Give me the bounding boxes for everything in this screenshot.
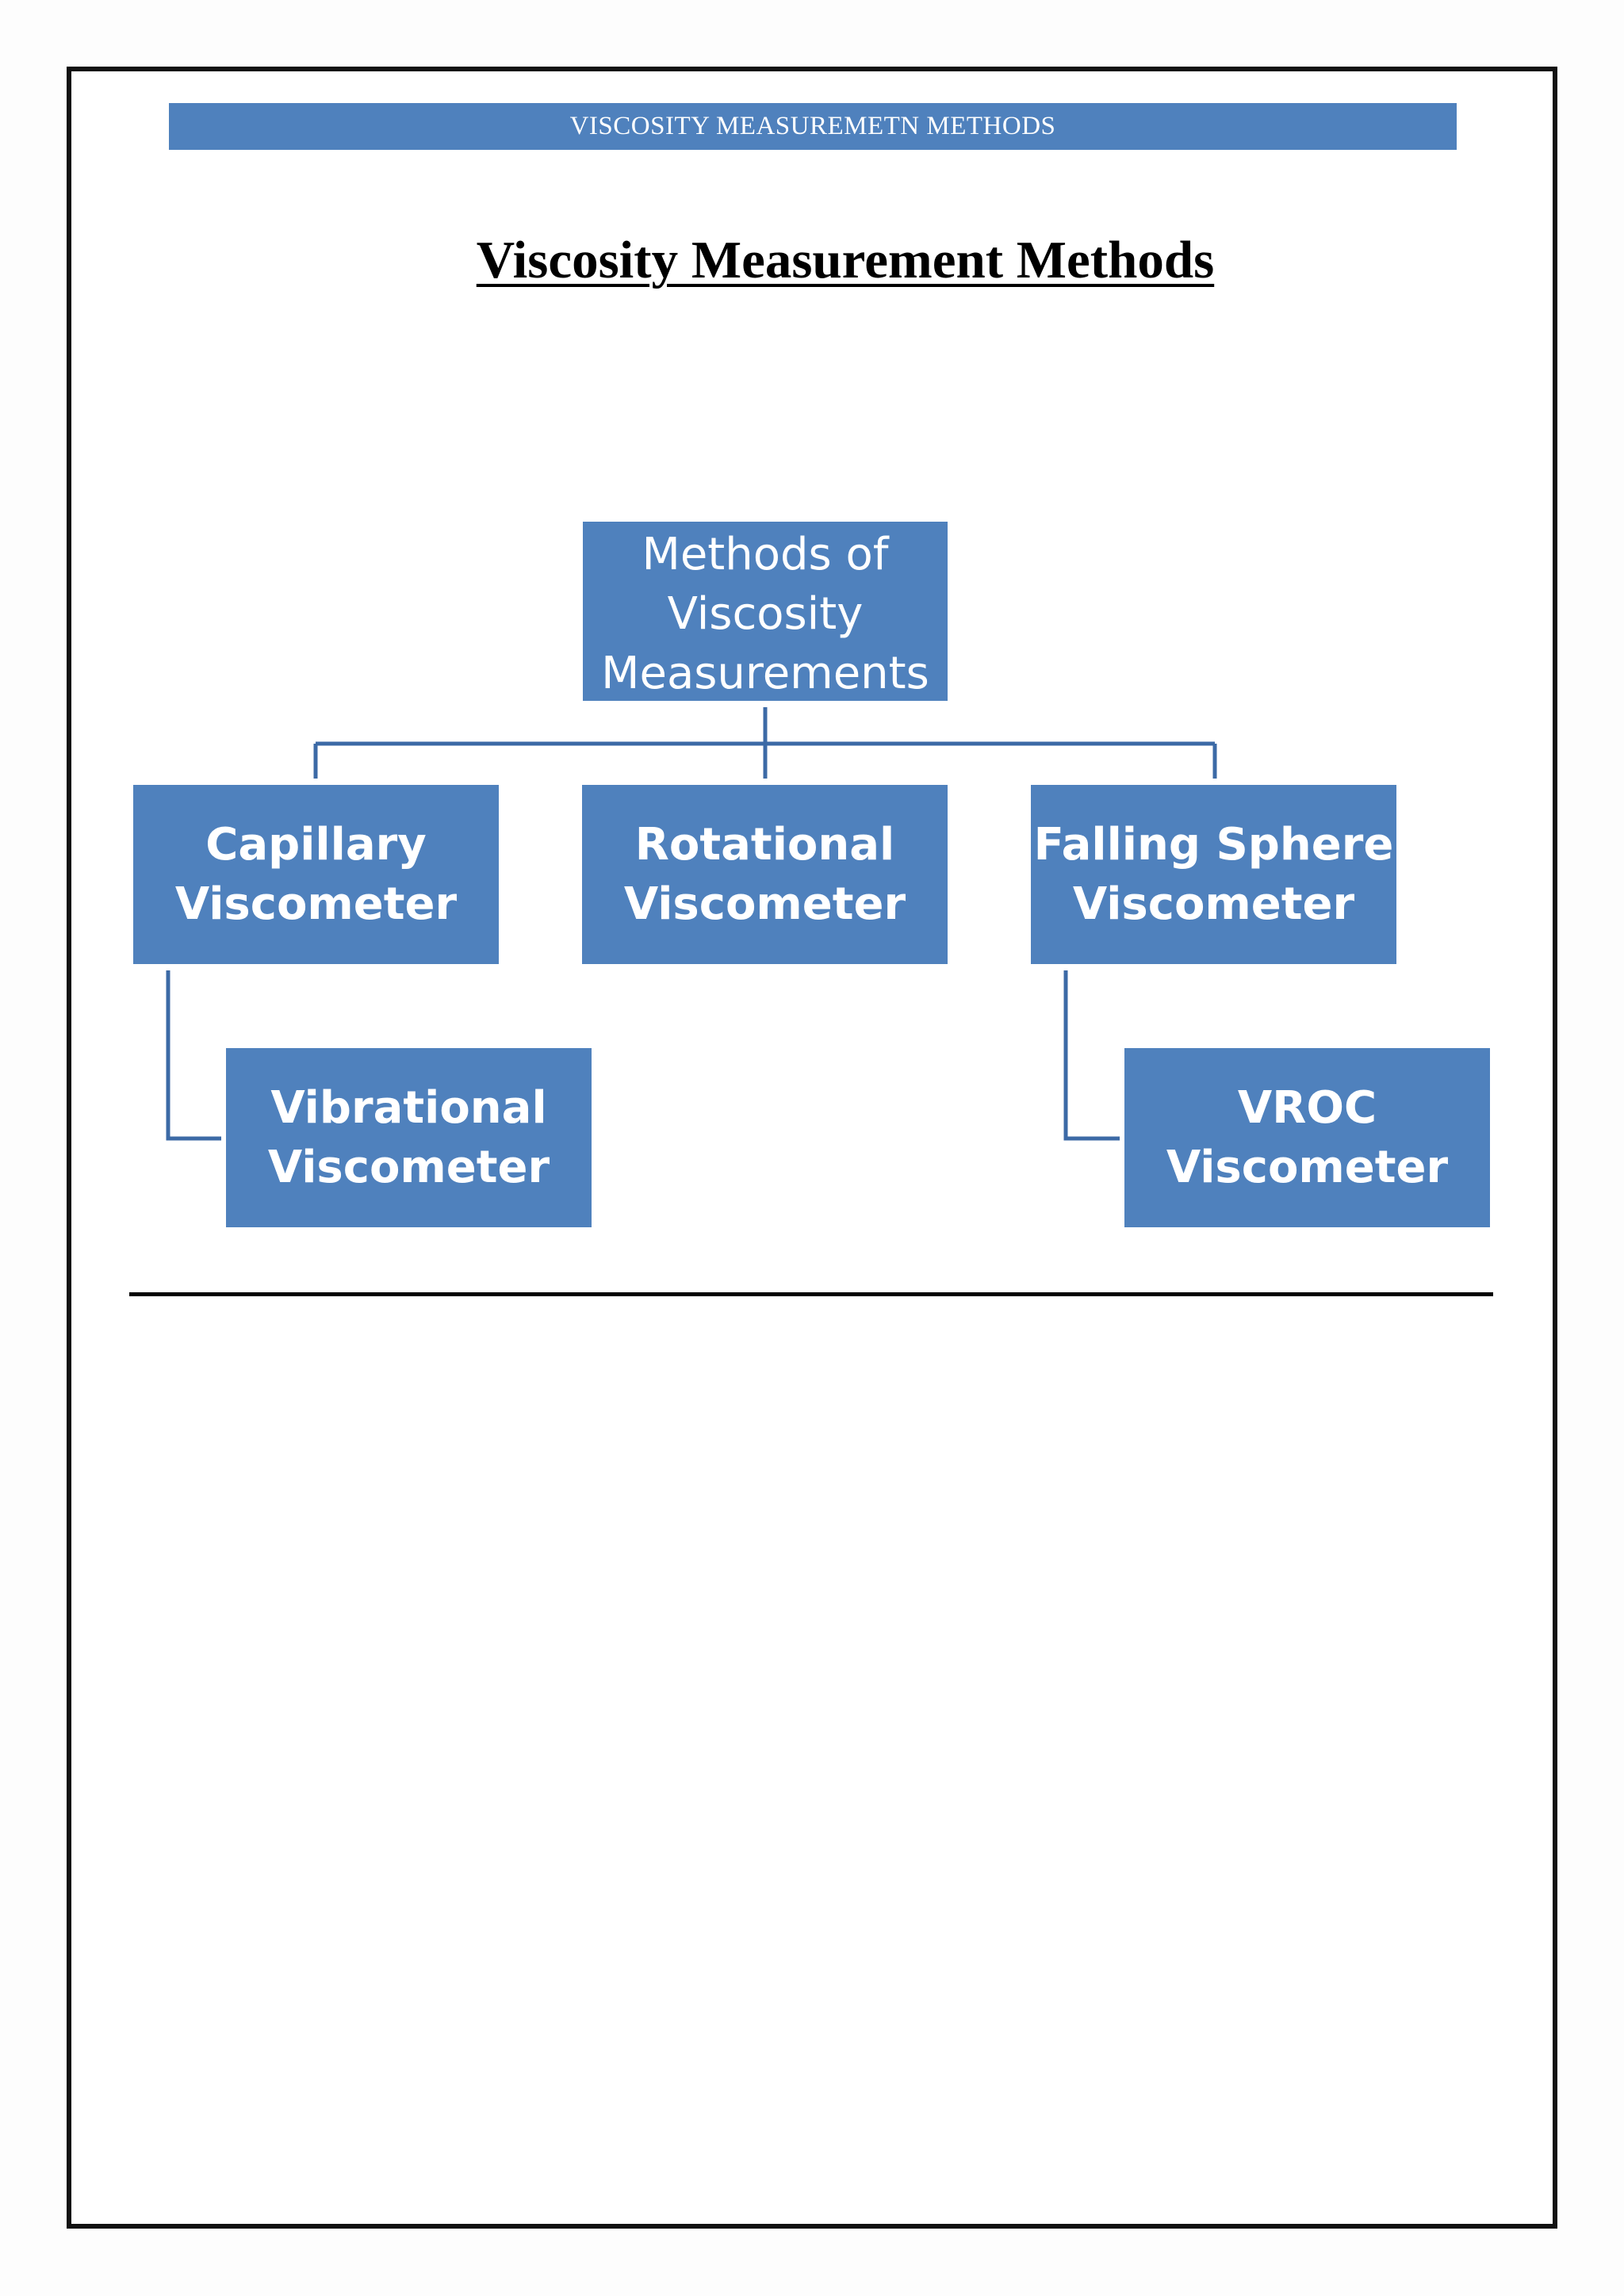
running-header: VISCOSITY MEASUREMETN METHODS — [169, 103, 1457, 150]
horizontal-rule — [129, 1292, 1493, 1296]
page-title: Viscosity Measurement Methods — [476, 231, 1215, 289]
diagram-node-root: Methods of Viscosity Measurements — [583, 522, 948, 701]
diagram-node-falling-sphere: Falling Sphere Viscometer — [1031, 785, 1396, 964]
diagram-node-vibrational: Vibrational Viscometer — [226, 1048, 592, 1227]
running-header-text: VISCOSITY MEASUREMETN METHODS — [569, 112, 1056, 140]
diagram-node-capillary: Capillary Viscometer — [133, 785, 499, 964]
diagram-node-vroc: VROC Viscometer — [1124, 1048, 1490, 1227]
diagram-node-rotational: Rotational Viscometer — [582, 785, 948, 964]
